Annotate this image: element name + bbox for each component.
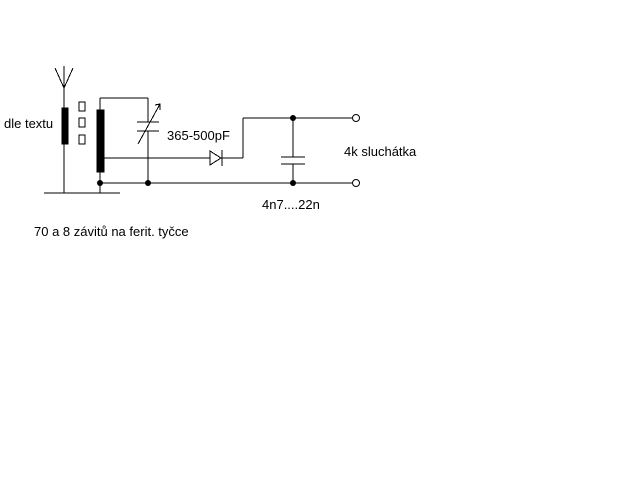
- output-terminals: [352, 114, 360, 187]
- fixed-capacitor: [281, 118, 305, 183]
- wire-top-output: [242, 117, 352, 158]
- diode: [209, 150, 243, 166]
- variable-capacitor-label: 365-500pF: [167, 128, 230, 143]
- headphones-label: 4k sluchátka: [344, 144, 417, 159]
- junction-dots: [97, 115, 296, 186]
- ferrite-core-segments: [78, 101, 86, 145]
- variable-capacitor: [137, 103, 161, 183]
- fixed-capacitor-label: 4n7....22n: [262, 197, 320, 212]
- coil-note-label: dle textu: [4, 116, 54, 131]
- main-coil: [96, 109, 105, 173]
- wire-coil-top: [99, 97, 149, 122]
- winding-note-label: 70 a 8 závitů na ferit. tyčce: [34, 224, 189, 239]
- antenna-coil-core: [61, 107, 69, 145]
